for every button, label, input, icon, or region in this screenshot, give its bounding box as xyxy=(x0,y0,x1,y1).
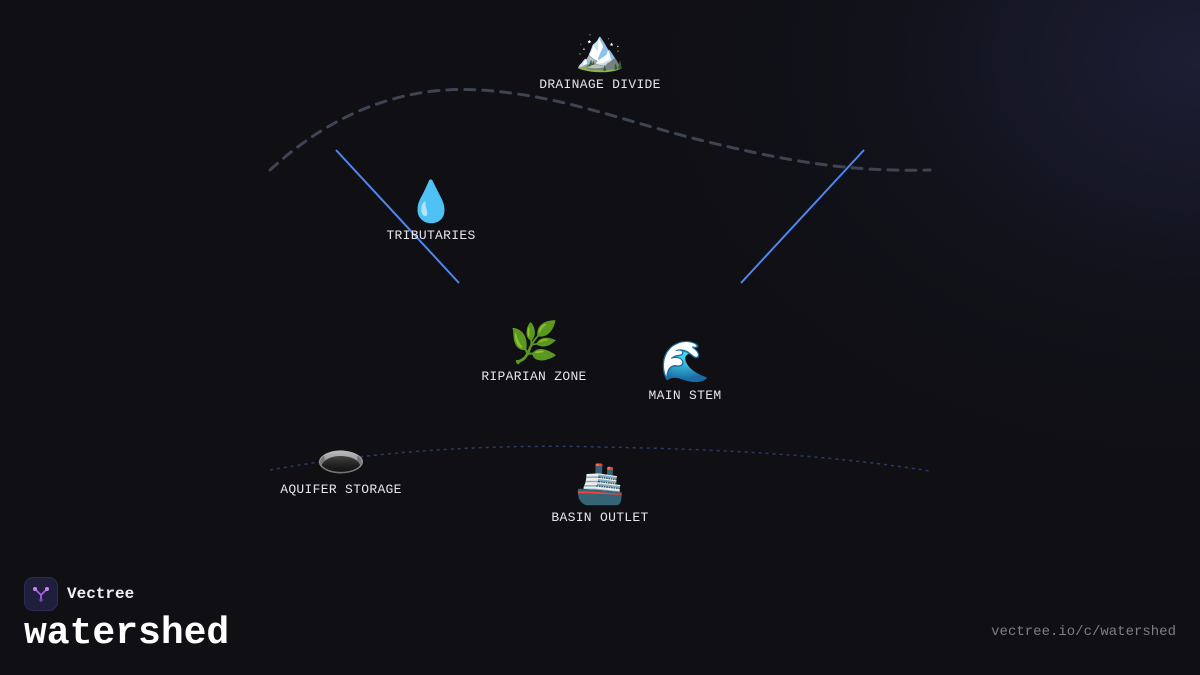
node-label: AQUIFER STORAGE xyxy=(280,482,402,497)
node-label: TRIBUTARIES xyxy=(386,228,476,243)
aquifer-flow-curve xyxy=(269,445,931,472)
drainage-divide-curve xyxy=(268,87,932,172)
water-drop-icon: 💧 xyxy=(406,179,456,225)
main-stem-connector-line xyxy=(740,149,865,284)
node-label: DRAINAGE DIVIDE xyxy=(539,77,661,92)
node-label: BASIN OUTLET xyxy=(551,510,649,525)
page-title: watershed xyxy=(24,612,230,655)
node-basin-outlet[interactable]: 🚢 BASIN OUTLET xyxy=(551,460,648,525)
node-label: RIPARIAN ZONE xyxy=(481,369,587,384)
vectree-logo-icon xyxy=(24,577,58,611)
node-main-stem[interactable]: 🌊 MAIN STEM xyxy=(649,338,722,403)
brand-name: Vectree xyxy=(67,585,135,603)
hole-icon: 🕳️ xyxy=(316,433,366,479)
mountain-icon: 🏔️ xyxy=(575,28,625,74)
node-aquifer-storage[interactable]: 🕳️ AQUIFER STORAGE xyxy=(280,432,402,497)
herb-icon: 🌿 xyxy=(509,320,559,366)
ship-icon: 🚢 xyxy=(575,461,625,507)
node-drainage-divide[interactable]: 🏔️ DRAINAGE DIVIDE xyxy=(539,27,661,92)
share-url[interactable]: vectree.io/c/watershed xyxy=(991,624,1176,640)
node-riparian-zone[interactable]: 🌿 RIPARIAN ZONE xyxy=(481,319,586,384)
tributary-connector-line xyxy=(335,149,460,284)
node-tributaries[interactable]: 💧 TRIBUTARIES xyxy=(386,178,475,243)
node-label: MAIN STEM xyxy=(648,388,722,403)
brand[interactable]: Vectree xyxy=(24,577,134,611)
wave-icon: 🌊 xyxy=(660,339,710,385)
